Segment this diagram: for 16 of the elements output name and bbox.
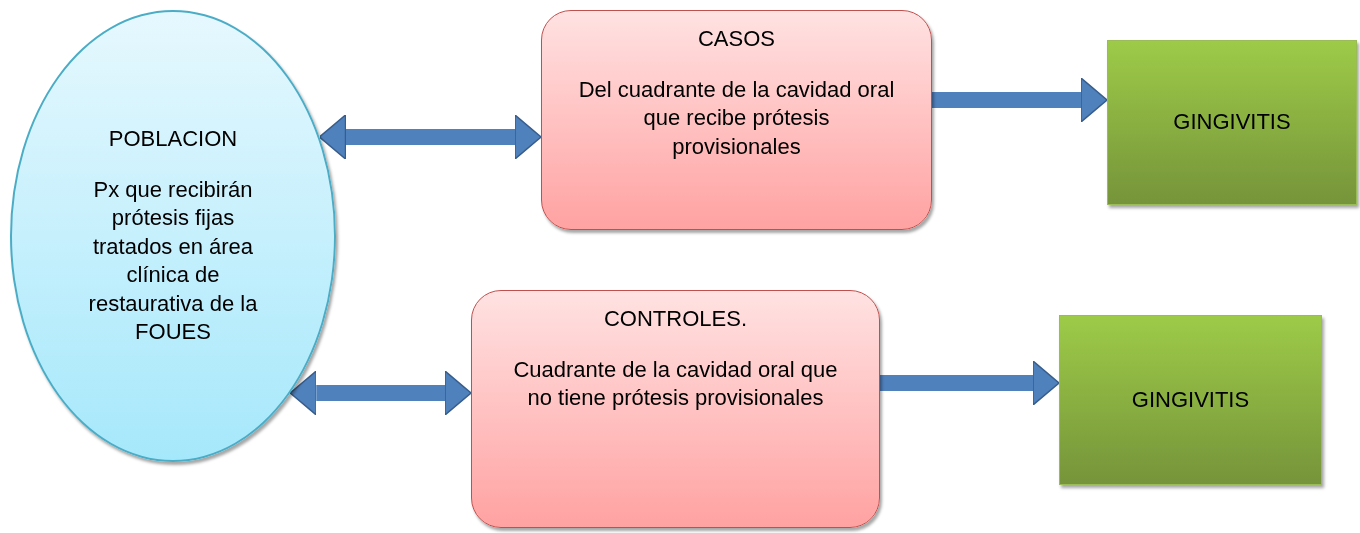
outcome-box [1059, 315, 1322, 485]
double-arrow [318, 114, 542, 160]
node-title: GINGIVITIS [1131, 385, 1250, 414]
block-arrow [932, 77, 1108, 123]
node-description: Px que recibirán prótesis fijas tratados en área clínica de restaurativa de la FOUES [87, 175, 259, 347]
double-arrow [289, 370, 472, 416]
outcome-box [1107, 40, 1357, 205]
block-arrow [880, 360, 1060, 406]
group-box [541, 10, 932, 230]
group-box [471, 290, 880, 528]
node-title: POBLACION [108, 124, 238, 153]
node-description: Cuadrante de la cavidad oral que no tiene prótesis provisionales [512, 355, 839, 413]
node-title: GINGIVITIS [1173, 108, 1291, 137]
node-title: CONTROLES. [604, 305, 747, 333]
node-description: Del cuadrante de la cavidad oral que recibe prótesis provisionales [578, 75, 895, 161]
node-title: CASOS [698, 25, 775, 53]
